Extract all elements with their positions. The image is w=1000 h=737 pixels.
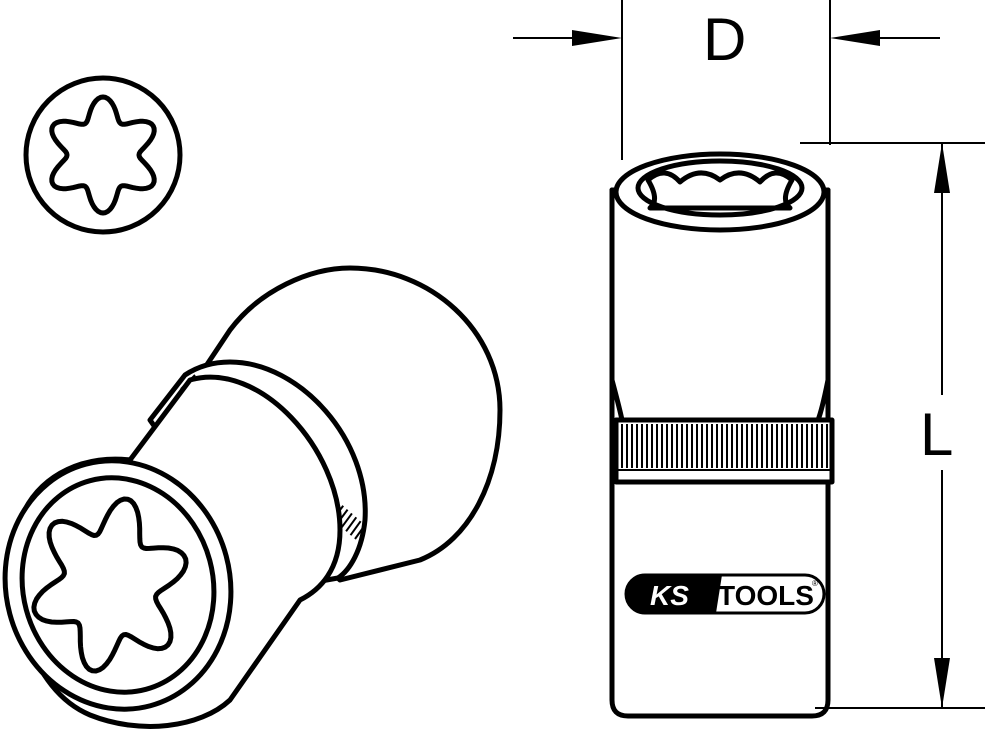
torx-profile-icon — [49, 94, 157, 216]
dimension-d-label: D — [703, 6, 746, 73]
profile-view — [23, 75, 183, 235]
torx-drive-opening — [31, 496, 189, 674]
arrow-right-icon — [572, 30, 622, 46]
arrow-left-icon — [830, 30, 880, 46]
dimension-d: D — [513, 0, 940, 160]
logo-ks-text: KS — [650, 580, 689, 611]
logo-registered-mark: ® — [812, 579, 818, 588]
knurl-line — [345, 516, 358, 532]
arrow-up-icon — [934, 143, 950, 193]
socket-side-view — [609, 151, 835, 719]
knurled-band — [613, 417, 835, 485]
logo-tools-text: TOOLS — [718, 580, 814, 611]
dimension-l: L — [800, 142, 985, 709]
ks-tools-logo: KS TOOLS ® — [624, 573, 826, 615]
knurl-line — [349, 520, 362, 536]
dimension-l-label: L — [920, 401, 953, 468]
knurl-pattern — [621, 424, 828, 468]
torx-opening-top — [645, 170, 795, 211]
socket-top-chamfer — [635, 158, 805, 218]
arrow-down-icon — [934, 658, 950, 708]
knurl-line — [340, 512, 353, 529]
profile-outer-circle — [23, 75, 183, 235]
socket-top-rim — [613, 151, 827, 233]
socket-perspective-view — [2, 265, 503, 729]
socket-front-chamfer — [19, 475, 217, 695]
knurl-line — [354, 524, 366, 540]
